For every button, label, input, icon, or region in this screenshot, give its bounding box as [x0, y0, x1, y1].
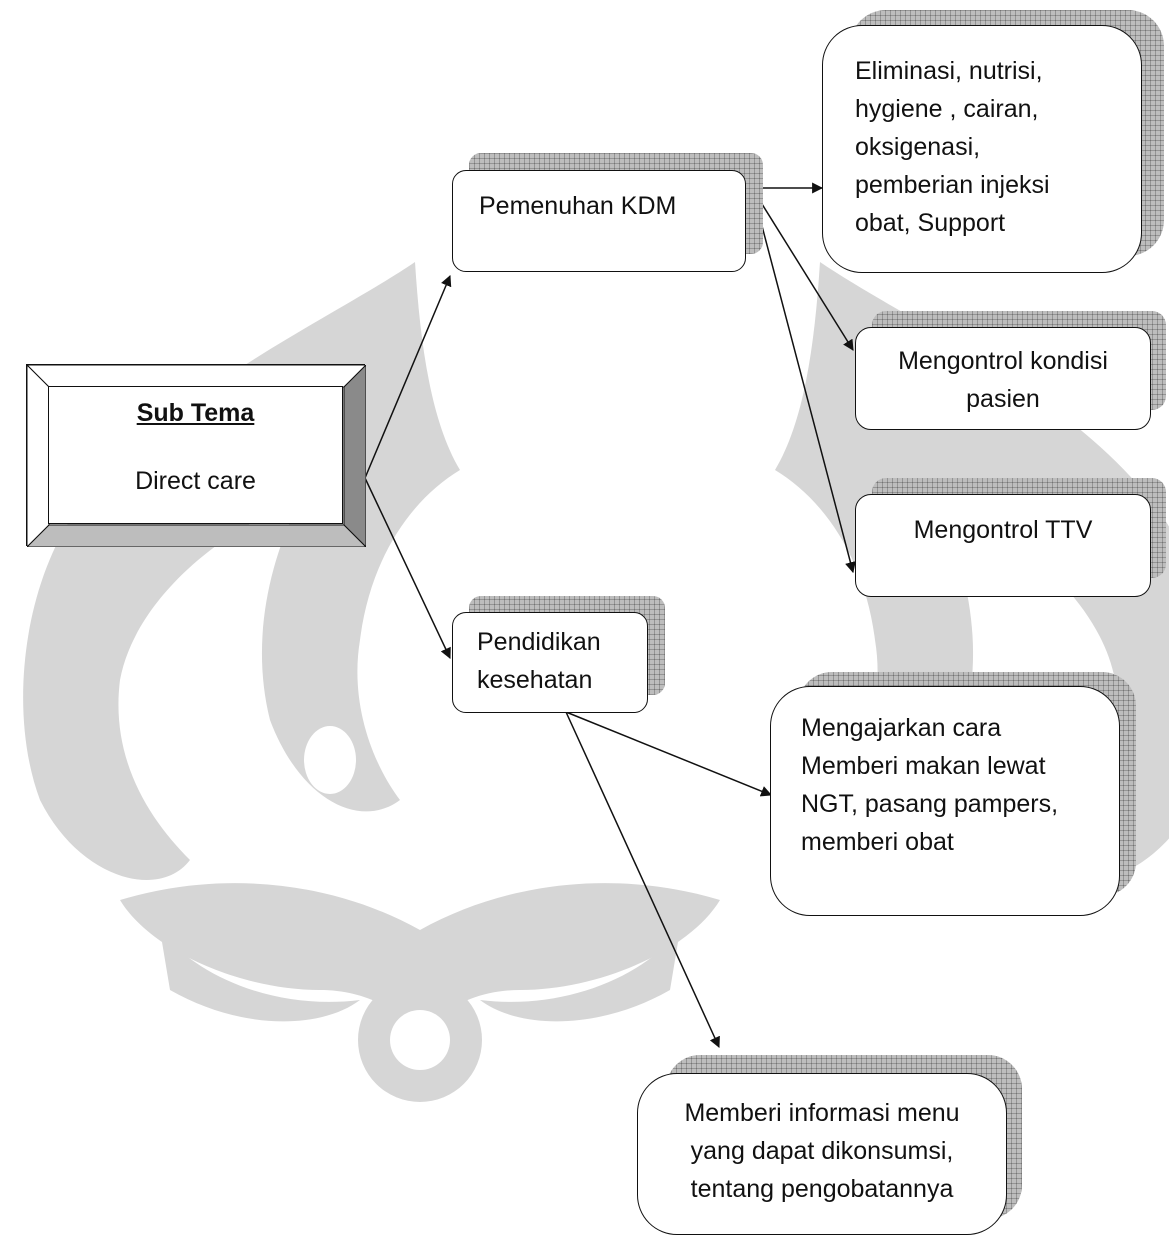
arrow-kdm-to-ttv: [751, 187, 856, 574]
mengajarkan-line-2: Memberi makan lewat: [801, 752, 1046, 780]
pendidikan-box: Pendidikan kesehatan: [452, 612, 648, 713]
arrow-kdm-to-kondisi: [751, 187, 854, 351]
eliminasi-line-1: Eliminasi, nutrisi,: [855, 57, 1043, 85]
kondisi-line-1: Mengontrol kondisi: [898, 347, 1108, 375]
main-topic-box: Sub Tema Direct care: [48, 386, 343, 524]
mengajarkan-line-3: NGT, pasang pampers,: [801, 790, 1059, 818]
informasi-line-3: tentang pengobatannya: [690, 1175, 954, 1203]
bevel-graphic: [27, 365, 366, 547]
arrow-main-to-kdm: [364, 274, 452, 479]
eliminasi-line-5: obat, Support: [855, 209, 1006, 237]
ttv-label: Mengontrol TTV: [913, 516, 1093, 544]
kondisi-line-2: pasien: [966, 385, 1040, 413]
eliminasi-line-3: oksigenasi,: [855, 133, 981, 161]
main-topic-title: Sub Tema: [136, 399, 255, 427]
arrow-pendidikan-to-informasi: [565, 711, 720, 1049]
informasi-line-1: Memberi informasi menu: [684, 1099, 960, 1127]
informasi-line-2: yang dapat dikonsumsi,: [690, 1137, 954, 1165]
emblem-cutouts: [304, 700, 526, 1070]
mengajarkan-box: Mengajarkan cara Memberi makan lewat NGT…: [770, 686, 1120, 916]
kdm-label: Pemenuhan KDM: [479, 192, 677, 220]
kondisi-box: Mengontrol kondisi pasien: [855, 327, 1151, 430]
eliminasi-line-2: hygiene , cairan,: [855, 95, 1039, 123]
mengajarkan-line-4: memberi obat: [801, 828, 954, 856]
kdm-box: Pemenuhan KDM: [452, 170, 746, 272]
eliminasi-line-4: pemberian injeksi: [855, 171, 1050, 199]
pendidikan-line-2: kesehatan: [477, 666, 593, 694]
main-topic-frame: [26, 364, 366, 547]
arrow-pendidikan-to-mengajarkan: [565, 711, 773, 797]
informasi-box: Memberi informasi menu yang dapat dikons…: [637, 1073, 1007, 1235]
mengajarkan-line-1: Mengajarkan cara: [801, 714, 1002, 742]
eliminasi-box: Eliminasi, nutrisi, hygiene , cairan, ok…: [822, 25, 1142, 273]
main-topic-subtitle: Direct care: [135, 467, 256, 495]
arrow-main-to-pendidikan: [364, 477, 451, 659]
ttv-box: Mengontrol TTV: [855, 494, 1151, 597]
pendidikan-line-1: Pendidikan: [477, 628, 601, 656]
